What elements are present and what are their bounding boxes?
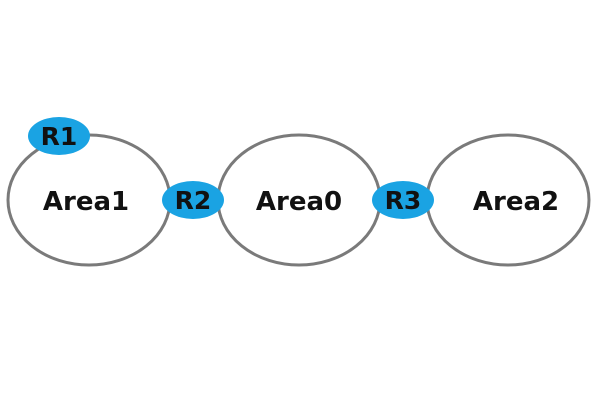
router-r3: R3	[372, 181, 434, 219]
area-1-group: Area1	[6, 133, 172, 267]
area-2-group: Area2	[425, 133, 591, 267]
router-r3-badge	[372, 181, 434, 219]
router-r1-badge	[28, 117, 90, 155]
router-r1: R1	[28, 117, 90, 155]
router-r3-label: R3	[385, 186, 422, 215]
area-2-label: Area2	[473, 187, 559, 217]
area-0-group: Area0	[216, 133, 382, 267]
router-r1-label: R1	[41, 122, 78, 151]
area-0-label: Area0	[256, 187, 342, 217]
router-r2-label: R2	[175, 186, 212, 215]
router-r2-badge	[162, 181, 224, 219]
area-1-label: Area1	[43, 187, 129, 217]
router-r2: R2	[162, 181, 224, 219]
